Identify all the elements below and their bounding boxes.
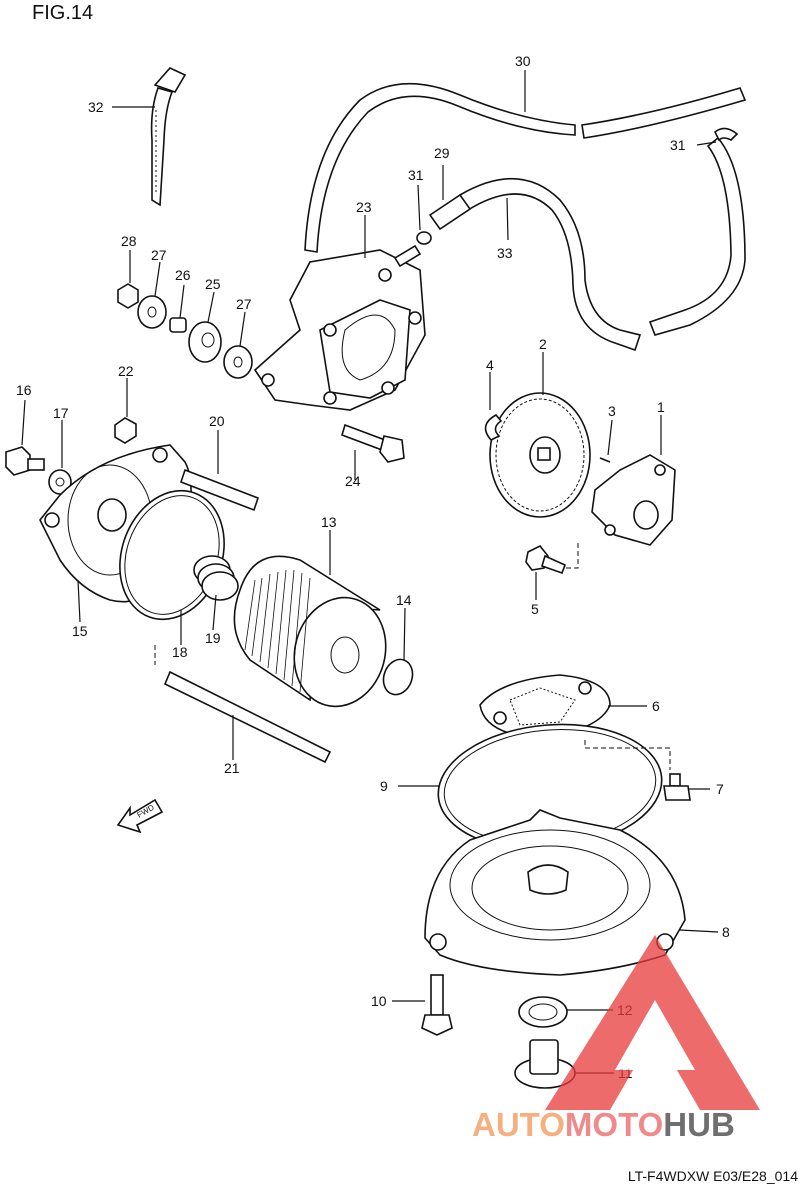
callout-10: 10 xyxy=(371,993,387,1009)
callout-1: 1 xyxy=(657,399,665,415)
oil-pump-gear-2 xyxy=(489,392,591,518)
gasket-12 xyxy=(518,996,568,1028)
callout-31a: 31 xyxy=(408,167,424,183)
callout-13: 13 xyxy=(321,514,337,530)
callout-15: 15 xyxy=(72,623,88,639)
bolt-10 xyxy=(421,974,453,1036)
fuel-hose-33 xyxy=(416,177,642,352)
callout-31b: 31 xyxy=(670,137,686,153)
callout-22: 22 xyxy=(118,363,134,379)
bolt-16-washer-17 xyxy=(5,446,72,495)
watermark-text: AUTOMOTOHUB xyxy=(472,1106,735,1144)
callout-6: 6 xyxy=(652,698,660,714)
callout-32: 32 xyxy=(88,99,104,115)
stud-21 xyxy=(154,645,332,764)
callout-3: 3 xyxy=(608,403,616,419)
callout-33: 33 xyxy=(497,245,513,261)
callout-27b: 27 xyxy=(236,296,252,312)
pin-3 xyxy=(599,457,611,463)
cable-tie-part xyxy=(150,67,187,207)
stud-20 xyxy=(179,468,260,512)
fwd-arrow-icon: FWD xyxy=(116,798,164,834)
callout-8: 8 xyxy=(722,924,730,940)
callout-29: 29 xyxy=(434,145,450,161)
callout-19: 19 xyxy=(205,630,221,646)
watermark-hub: HUB xyxy=(663,1106,735,1143)
callout-28: 28 xyxy=(121,233,137,249)
bolt-24 xyxy=(341,423,405,463)
callout-25: 25 xyxy=(205,276,221,292)
leader-lines xyxy=(21,70,719,1074)
drain-plug-11 xyxy=(514,1039,576,1089)
callout-26: 26 xyxy=(175,267,191,283)
callout-30: 30 xyxy=(515,53,531,69)
callout-4: 4 xyxy=(486,357,494,373)
bolt-7 xyxy=(663,773,691,801)
small-fasteners xyxy=(114,283,253,444)
oil-pump-1 xyxy=(591,454,676,546)
figure-title: FIG.14 xyxy=(32,2,94,24)
callout-21: 21 xyxy=(224,760,240,776)
callout-20: 20 xyxy=(209,413,225,429)
circlip-4 xyxy=(484,413,503,441)
callout-9: 9 xyxy=(380,778,388,794)
callout-27a: 27 xyxy=(151,247,167,263)
callout-24: 24 xyxy=(345,473,361,489)
oil-sump-8 xyxy=(424,809,686,976)
callout-23: 23 xyxy=(356,199,372,215)
callout-16: 16 xyxy=(16,382,32,398)
callout-labels: 32 30 31 29 31 33 23 28 27 26 25 27 22 1… xyxy=(16,53,730,1081)
bolt-5 xyxy=(525,540,579,575)
callout-14: 14 xyxy=(396,592,412,608)
figure-code: LT-F4WDXW E03/E28_014 xyxy=(627,1168,798,1184)
oil-strainer-6 xyxy=(479,674,611,739)
watermark-moto: MOTO xyxy=(564,1106,664,1143)
oil-filter-13 xyxy=(233,555,387,708)
callout-5: 5 xyxy=(531,601,539,617)
fuel-hose-30 xyxy=(304,82,747,336)
watermark-logo-triangle xyxy=(545,935,760,1110)
callout-2: 2 xyxy=(539,336,547,352)
fuel-pump-part xyxy=(253,244,426,411)
spring-19 xyxy=(193,555,239,601)
callout-7: 7 xyxy=(716,781,724,797)
watermark-auto: AUTO xyxy=(472,1106,565,1143)
callout-18: 18 xyxy=(172,644,188,660)
o-ring-14 xyxy=(382,658,414,696)
callout-17: 17 xyxy=(53,405,69,421)
